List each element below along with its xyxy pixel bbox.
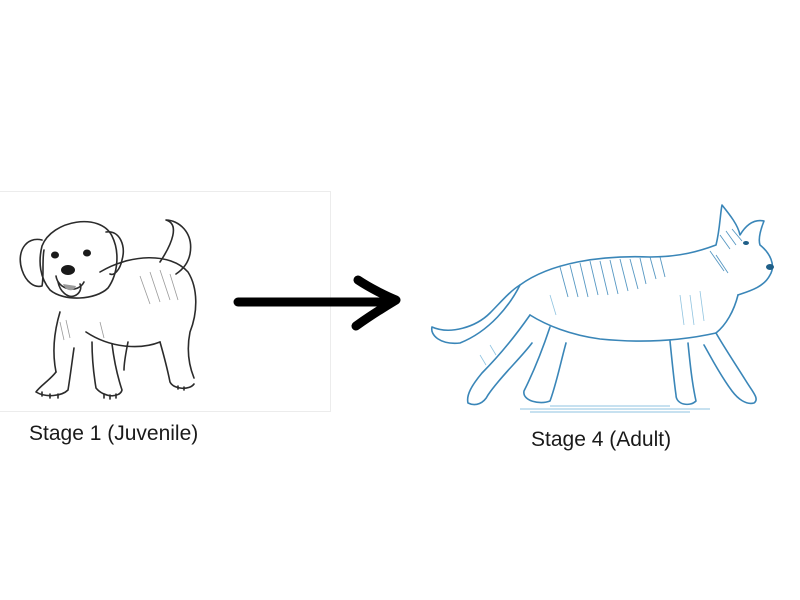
adult-stage-label: Stage 4 (Adult)	[531, 428, 672, 451]
adult-stage-panel	[420, 195, 800, 420]
juvenile-stage-label: Stage 1 (Juvenile)	[29, 422, 199, 445]
puppy-sketch-icon	[19, 219, 197, 400]
adult-dog-sketch-icon	[431, 204, 774, 413]
juvenile-stage-panel	[0, 191, 331, 412]
arrow-right-icon	[230, 270, 410, 340]
